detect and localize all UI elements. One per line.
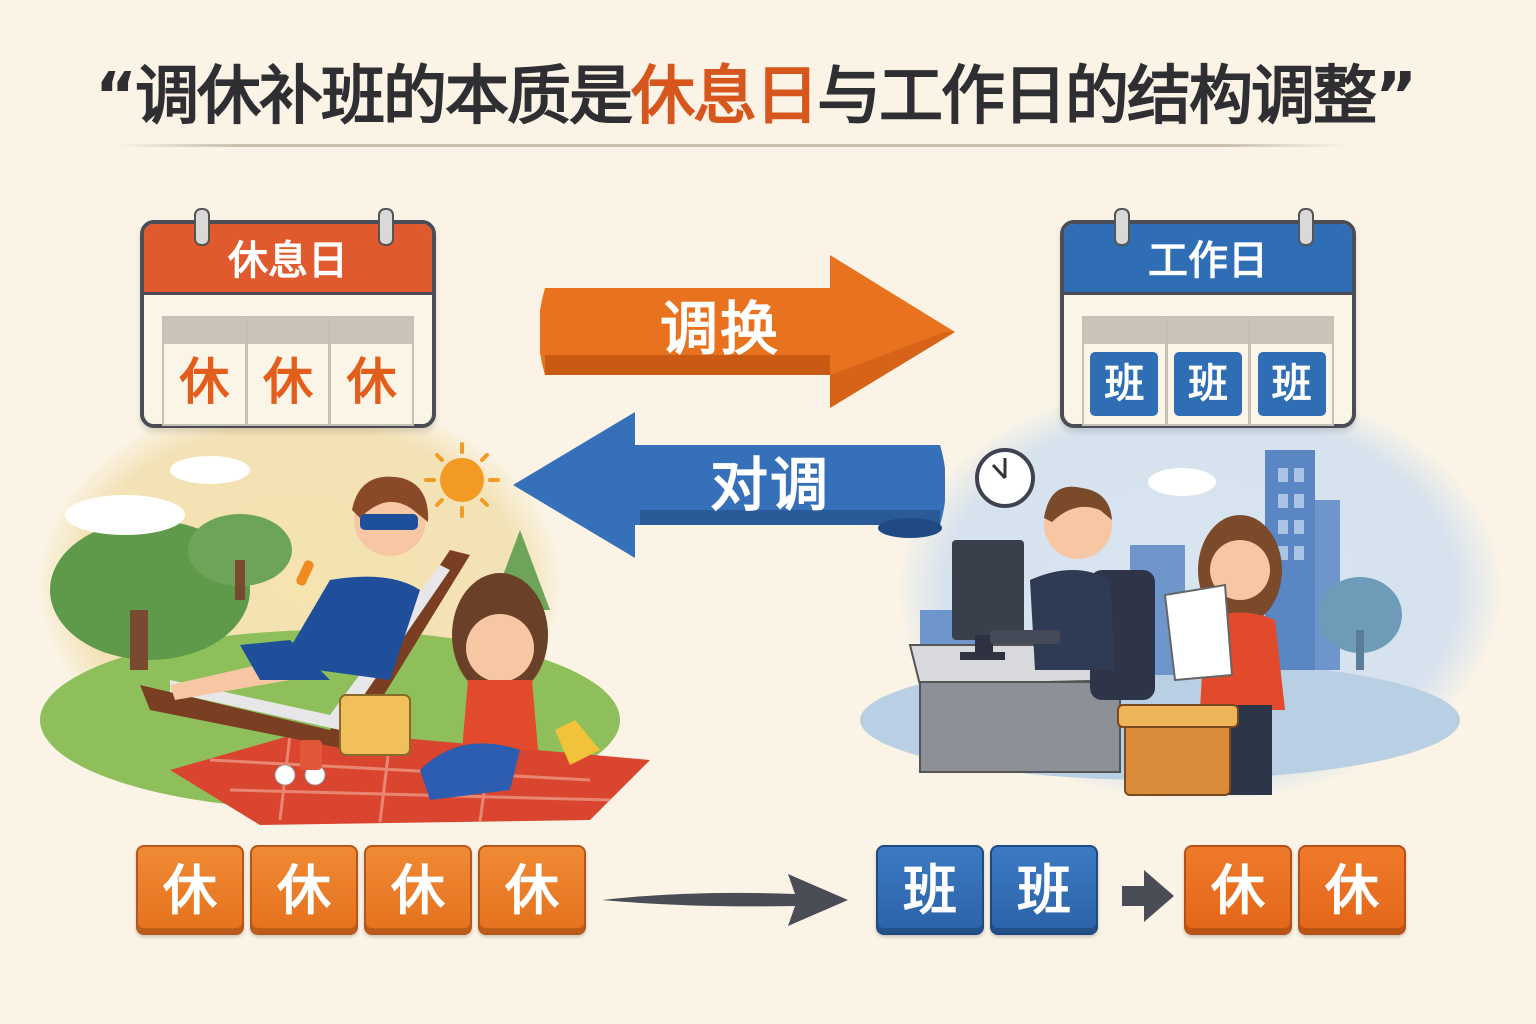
before-rest-tiles: 休 休 休 休 — [136, 845, 586, 935]
page-title: “调休补班的本质是休息日与工作日的结构调整” — [95, 52, 1417, 142]
rest-tile: 休 — [364, 845, 472, 935]
work-calendar-cell: 班 — [1167, 318, 1249, 424]
work-calendar-cell: 班 — [1251, 318, 1333, 424]
title-highlight: 休息日 — [631, 60, 819, 134]
rest-tile: 休 — [478, 845, 586, 935]
work-tile: 班 — [876, 845, 984, 935]
rest-calendar-cell: 休 — [331, 318, 413, 424]
rest-tile: 休 — [136, 845, 244, 935]
rest-day-calendar: 休息日 休 休 休 — [140, 208, 436, 428]
office-scene-illustration — [860, 420, 1500, 820]
short-arrow-icon — [1118, 868, 1178, 924]
work-calendar-grid: 班 班 班 — [1082, 316, 1334, 426]
title-part1: 调休补班的本质是 — [135, 60, 633, 134]
after-work-tiles: 班 班 — [876, 845, 1098, 935]
rest-calendar-cell: 休 — [164, 318, 245, 424]
work-tile: 班 — [990, 845, 1098, 935]
swap-arrow-right: 调换 — [540, 250, 960, 410]
rest-calendar-grid: 休 休 休 — [162, 316, 414, 426]
title-part2: 与工作日的结构调整 — [817, 60, 1377, 134]
rest-tile: 休 — [250, 845, 358, 935]
title-divider — [112, 144, 1347, 147]
work-calendar-cell: 班 — [1084, 318, 1165, 424]
calendar-ring-icon — [194, 208, 210, 246]
rest-tile: 休 — [1298, 845, 1406, 935]
calendar-ring-icon — [1298, 208, 1314, 246]
after-rest-tiles: 休 休 — [1184, 845, 1406, 935]
rest-tile: 休 — [1184, 845, 1292, 935]
exchange-arrow-left: 对调 — [510, 410, 945, 560]
leisure-scene-illustration — [30, 430, 660, 830]
calendar-ring-icon — [1114, 208, 1130, 246]
long-arrow-icon — [600, 870, 850, 930]
title-close-quote: ” — [1375, 60, 1417, 134]
title-open-quote: “ — [95, 60, 137, 134]
rest-calendar-cell: 休 — [247, 318, 329, 424]
work-day-calendar: 工作日 班 班 班 — [1060, 208, 1356, 428]
exchange-arrow-label: 对调 — [709, 451, 830, 519]
swap-arrow-label: 调换 — [659, 295, 780, 363]
calendar-ring-icon — [378, 208, 394, 246]
